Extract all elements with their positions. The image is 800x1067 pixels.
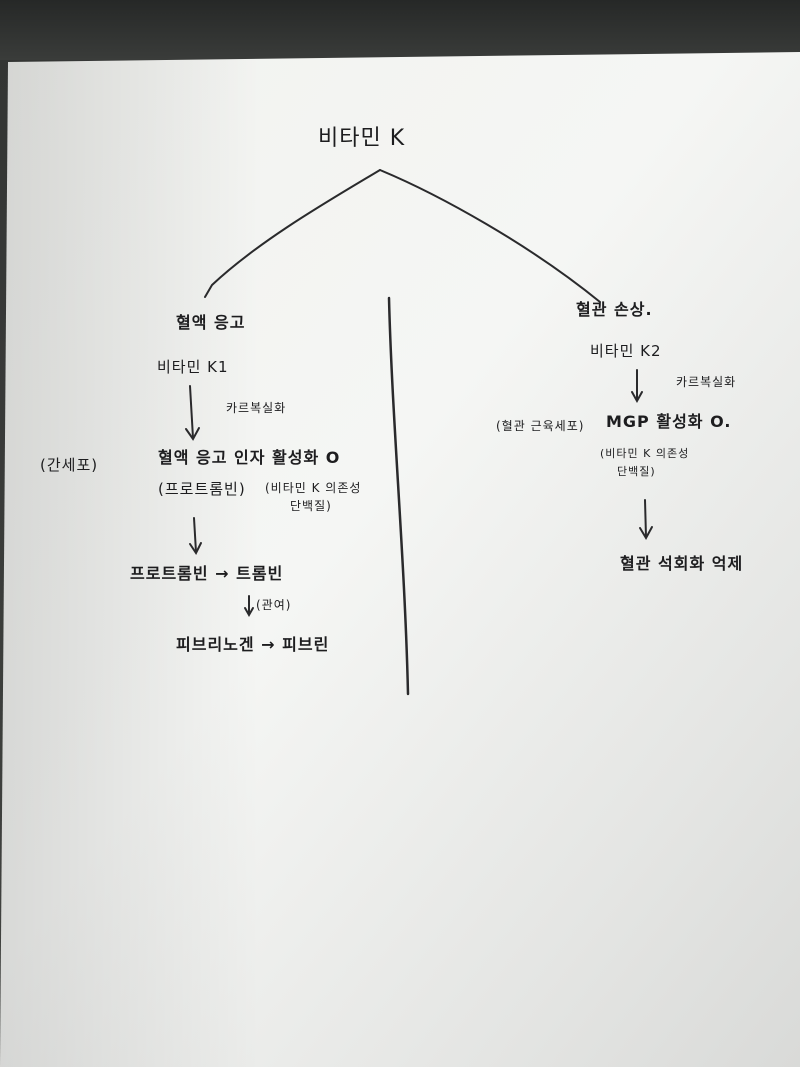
- branch-line-left: [204, 169, 381, 298]
- left-arrow-note: 카르복실화: [226, 401, 287, 415]
- left-step-sub-right-line2: 단백질): [290, 499, 332, 513]
- arrow-down-icon-4: [631, 369, 643, 404]
- right-subtype: 비타민 K2: [590, 342, 662, 360]
- left-chain-1: 프로트롬빈 → 트롬빈: [130, 564, 284, 583]
- arrow-down-icon-2: [189, 517, 202, 555]
- right-arrow-note: 카르복실화: [676, 375, 737, 389]
- right-step-sub-line2: 단백질): [617, 465, 656, 478]
- arrow-down-icon-5: [639, 499, 653, 541]
- left-step-sub-right-line1: (비타민 K 의존성: [265, 481, 362, 495]
- left-subtype: 비타민 K1: [157, 358, 229, 376]
- right-step-main: MGP 활성화 O.: [606, 412, 732, 431]
- right-heading: 혈관 손상.: [576, 300, 653, 319]
- right-side-label: (혈관 근육세포): [496, 419, 585, 433]
- left-step-main: 혈액 응고 인자 활성화 O: [158, 448, 341, 467]
- arrow-down-icon-3: [244, 595, 254, 618]
- arrow-down-icon-1: [185, 385, 200, 441]
- root-node: 비타민 K: [318, 126, 406, 151]
- branch-line-right: [379, 169, 601, 303]
- left-chain-note: (관여): [256, 598, 292, 612]
- left-heading: 혈액 응고: [176, 313, 246, 332]
- left-chain-2: 피브리노겐 → 피브린: [176, 635, 330, 654]
- right-step-sub-line1: (비타민 K 의존성: [600, 447, 690, 460]
- paper-shadow: [0, 60, 260, 1067]
- left-side-label: (간세포): [40, 456, 99, 474]
- divider-line: [387, 296, 410, 696]
- left-step-sub-left: (프로트롬빈): [158, 480, 246, 498]
- right-result: 혈관 석회화 억제: [620, 554, 744, 573]
